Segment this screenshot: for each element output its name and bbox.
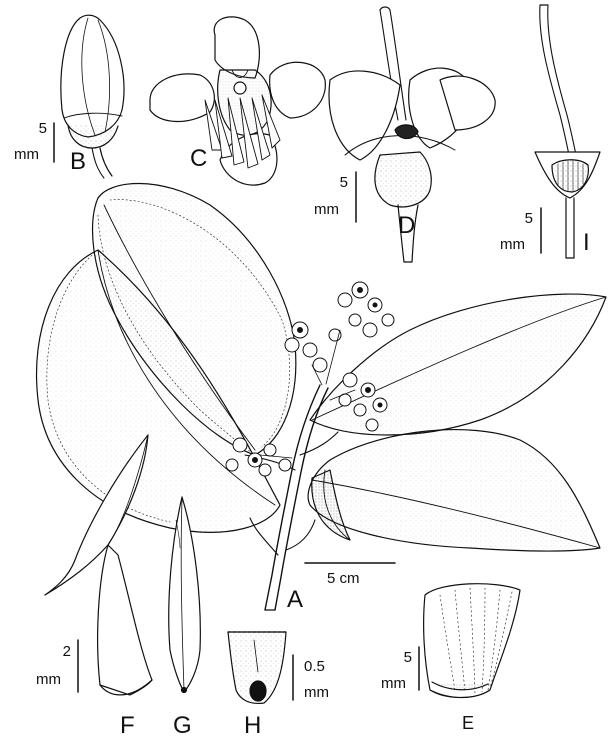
panel-e-petal [418, 583, 521, 699]
scale-label-e: 5 [403, 649, 412, 666]
scale-unit-h: mm [304, 684, 329, 701]
panel-g-stamen-front [168, 496, 201, 694]
scale-label-a: 5 cm [327, 570, 360, 587]
panel-label-h: H [244, 712, 262, 739]
panel-i-hypanthium-section [534, 4, 601, 259]
panel-c-flower-top [149, 16, 326, 186]
panel-label-b: B [70, 148, 87, 175]
panel-label-d: D [398, 212, 416, 239]
scale-label-i: 5 [524, 210, 533, 227]
panel-a-branch [35, 182, 607, 611]
panel-f-stamen-side [44, 434, 153, 696]
scale-unit-d: mm [314, 201, 339, 218]
scale-label-b: 5 [38, 120, 47, 137]
panel-label-a: A [287, 586, 304, 613]
inflorescence [225, 281, 395, 477]
scale-unit-i: mm [500, 236, 525, 253]
scale-label-h: 0.5 [304, 658, 325, 675]
panel-b-bud [53, 14, 125, 179]
scale-unit-f: mm [36, 671, 61, 688]
panel-label-f: F [120, 712, 135, 739]
panel-label-g: G [173, 712, 192, 739]
panel-h-anther-apex [227, 631, 294, 705]
panel-label-i: I [583, 229, 590, 256]
panel-label-c: C [190, 145, 208, 172]
scale-unit-e: mm [381, 675, 406, 692]
panel-d-flower-side [328, 6, 496, 263]
scale-label-d: 5 [339, 174, 348, 191]
panel-label-e: E [462, 713, 475, 733]
leaf-right-lower [307, 429, 601, 552]
scale-label-f: 2 [62, 643, 71, 660]
scale-unit-b: mm [14, 146, 39, 163]
